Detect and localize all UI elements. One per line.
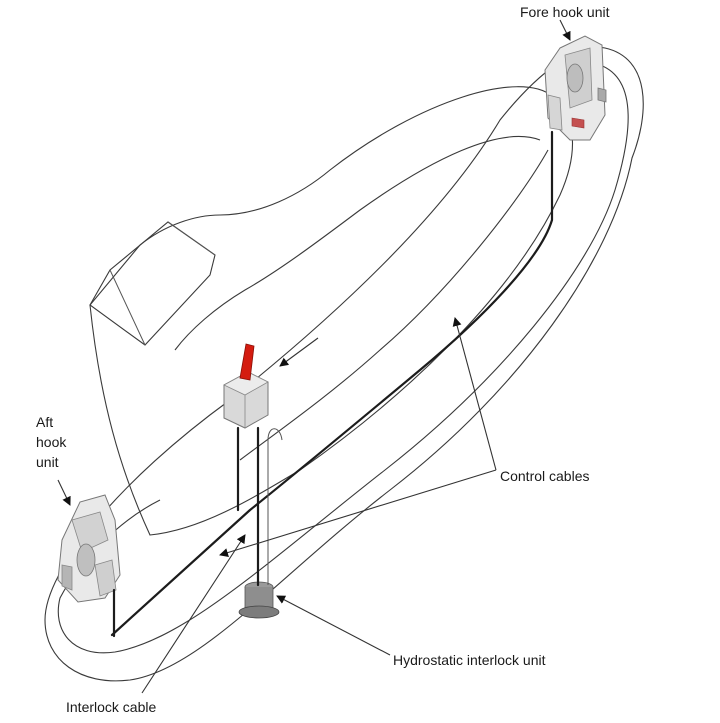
label-aft-hook-line1: Aft [36, 414, 53, 430]
hydrostatic-leader [276, 595, 391, 656]
canopy-inner-line [174, 136, 541, 351]
aft-hook-leader [57, 479, 71, 506]
control-cables-leader-2 [219, 469, 497, 557]
hydrostatic-unit-graphic [238, 581, 280, 619]
label-hydrostatic-interlock-unit: Hydrostatic interlock unit [393, 652, 546, 668]
control-cable-fore [110, 130, 554, 637]
label-interlock-cable: Interlock cable [66, 699, 156, 715]
aft-hook-unit-graphic [57, 494, 121, 603]
gunwale-line [57, 64, 629, 654]
label-aft-hook-line3: unit [36, 454, 59, 470]
interlock-cable-leader [141, 534, 246, 694]
label-control-cables: Control cables [500, 468, 590, 484]
control-cables-leader-1 [452, 317, 497, 471]
canopy-outline [89, 86, 573, 536]
hull-outline [44, 46, 644, 682]
fore-hook-leader [559, 19, 571, 41]
interlock-rod [267, 428, 283, 585]
release-control-graphic [223, 343, 269, 429]
release-control-leader [279, 337, 319, 367]
canopy-roof-line [239, 149, 549, 461]
fore-hook-unit-graphic [544, 35, 607, 141]
label-aft-hook-line2: hook [36, 434, 67, 450]
label-fore-hook-unit: Fore hook unit [520, 4, 610, 20]
